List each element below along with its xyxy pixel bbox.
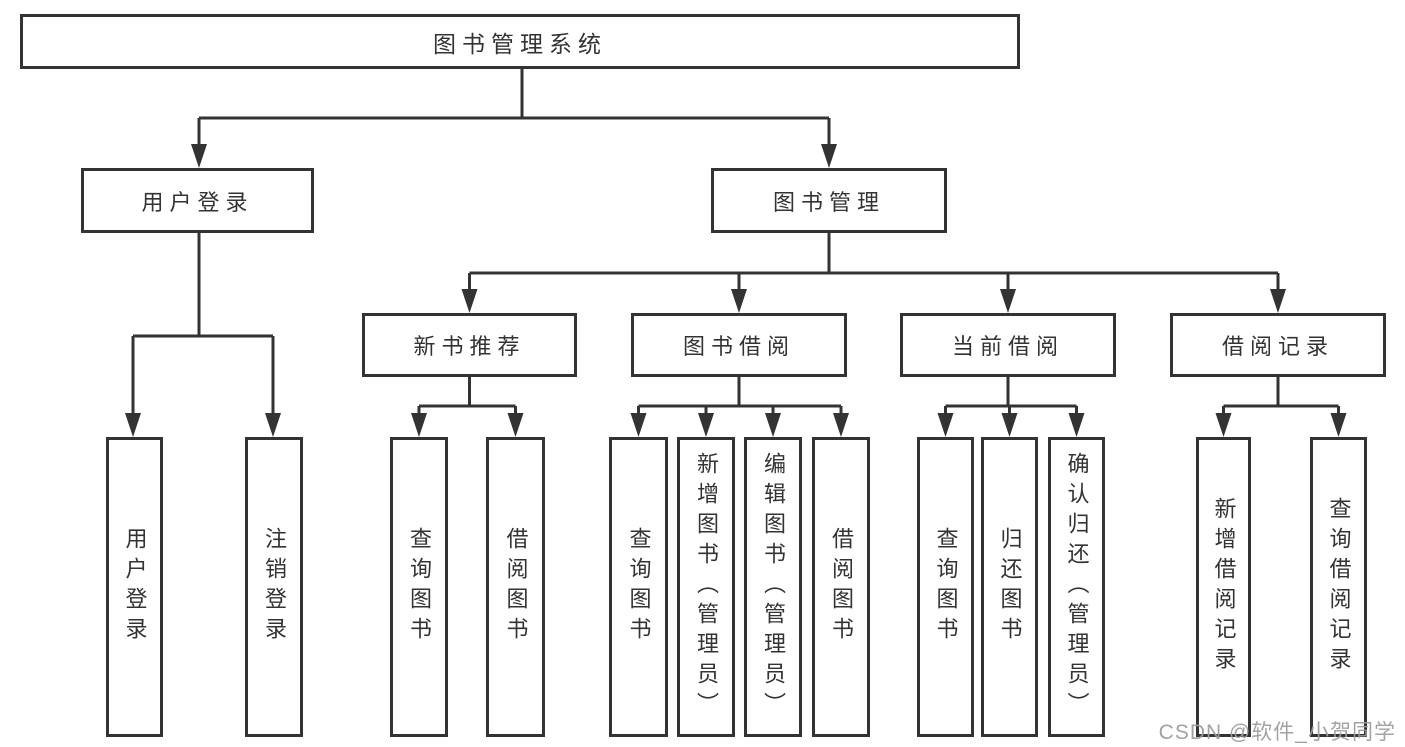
leaf-label: 新增图书（管理员） — [694, 452, 719, 722]
leaf-logout: 注销登录 — [245, 437, 303, 737]
leaf-label: 借阅图书 — [829, 527, 854, 647]
node-book-borrow: 图书借阅 — [631, 313, 847, 377]
leaf-label: 查询图书 — [407, 527, 432, 647]
node-label: 借阅记录 — [1221, 334, 1334, 359]
node-borrow-records: 借阅记录 — [1170, 313, 1386, 377]
edge-new-rec-arrows — [411, 413, 524, 437]
edge-book-borrow-to-leaves — [637, 377, 843, 415]
leaf-label: 用户登录 — [122, 527, 148, 647]
edge-user-login-to-leaves — [131, 233, 275, 415]
node-root-system: 图书管理系统 — [20, 14, 1020, 69]
node-current-borrow: 当前借阅 — [900, 313, 1116, 377]
leaf-query-borrow-record: 查询借阅记录 — [1310, 437, 1367, 737]
leaf-query-books-current: 查询图书 — [917, 437, 974, 737]
node-book-management: 图书管理 — [711, 168, 947, 233]
leaf-label: 编辑图书（管理员） — [761, 452, 786, 722]
leaf-label: 查询图书 — [933, 527, 959, 647]
leaf-label: 归还图书 — [997, 527, 1023, 647]
leaf-label: 确认归还（管理员） — [1064, 452, 1090, 722]
node-new-book-recommend: 新书推荐 — [362, 313, 577, 377]
node-label: 用户登录 — [141, 189, 254, 215]
leaf-label: 查询图书 — [626, 527, 652, 647]
leaf-label: 查询借阅记录 — [1326, 497, 1352, 677]
edge-root-to-level2-arrows — [191, 144, 837, 168]
leaf-query-books-recommend: 查询图书 — [390, 437, 448, 737]
edge-records-arrows — [1215, 413, 1347, 437]
edge-book-mgmt-arrows — [461, 289, 1286, 313]
node-label: 图书管理 — [772, 189, 885, 215]
leaf-return-book: 归还图书 — [981, 437, 1038, 737]
leaf-label: 注销登录 — [262, 527, 287, 647]
leaf-add-book-admin: 新增图书（管理员） — [677, 437, 735, 737]
node-label: 当前借阅 — [951, 334, 1064, 359]
edge-root-to-level2 — [197, 69, 831, 146]
edge-user-login-arrows — [125, 413, 281, 437]
leaf-edit-book-admin: 编辑图书（管理员） — [744, 437, 802, 737]
leaf-user-login: 用户登录 — [106, 437, 163, 737]
leaf-borrow-book: 借阅图书 — [812, 437, 870, 737]
edge-book-borrow-arrows — [630, 413, 849, 437]
edge-current-borrow-to-leaves — [944, 377, 1078, 415]
leaf-label: 新增借阅记录 — [1211, 497, 1237, 677]
node-label: 图书借阅 — [682, 334, 795, 359]
node-user-login: 用户登录 — [81, 168, 314, 233]
leaf-add-borrow-record: 新增借阅记录 — [1196, 437, 1251, 737]
leaf-borrow-book-recommend: 借阅图书 — [486, 437, 545, 737]
csdn-watermark: CSDN @软件_小贺同学 — [1158, 721, 1396, 744]
node-label: 图书管理系统 — [433, 30, 607, 57]
leaf-query-books-borrow: 查询图书 — [609, 437, 668, 737]
edge-records-to-leaves — [1222, 377, 1340, 415]
edge-current-borrow-arrows — [937, 413, 1085, 437]
leaf-label: 借阅图书 — [503, 527, 529, 647]
edge-new-rec-to-leaves — [417, 377, 517, 415]
node-label: 新书推荐 — [413, 334, 526, 359]
edge-book-mgmt-to-level3 — [468, 233, 1280, 291]
leaf-confirm-return-admin: 确认归还（管理员） — [1048, 437, 1105, 737]
